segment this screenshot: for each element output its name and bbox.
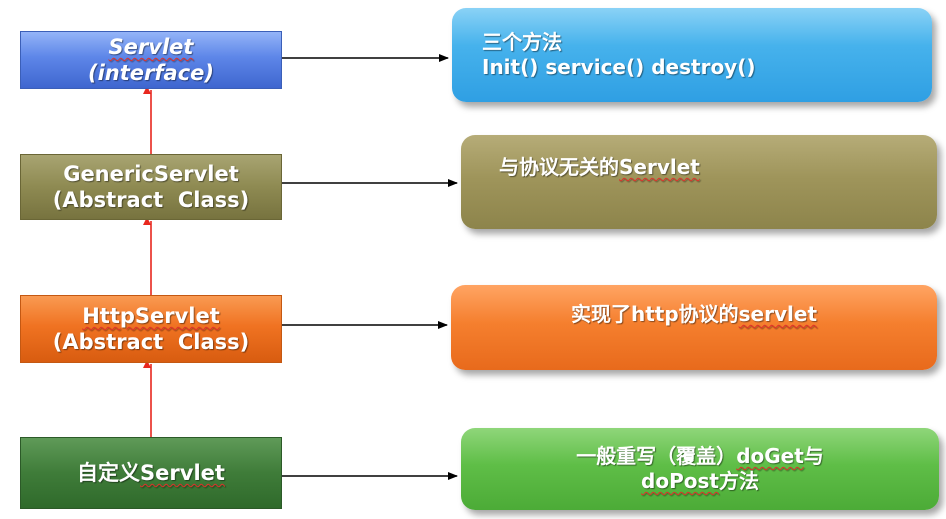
http-servlet-kind: (Abstract Class) bbox=[52, 330, 250, 354]
servlet-interface-box: Servlet (interface) bbox=[20, 31, 282, 89]
http-servlet-callout: 实现了http协议的servlet bbox=[451, 285, 937, 370]
servlet-kind: (interface) bbox=[88, 61, 214, 85]
generic-servlet-box: GenericServlet (Abstract Class) bbox=[20, 154, 282, 220]
custom-desc-doget: doGet bbox=[736, 444, 804, 468]
generic-desc-name: Servlet bbox=[619, 155, 700, 179]
custom-desc-part1: 一般重写（覆盖） bbox=[576, 444, 737, 468]
generic-servlet-title: GenericServlet bbox=[63, 161, 239, 186]
servlet-methods-heading: 三个方法 bbox=[482, 30, 562, 54]
generic-desc-prefix: 与协议无关的 bbox=[499, 155, 619, 179]
servlet-methods-callout: 三个方法 Init() service() destroy() bbox=[452, 8, 932, 102]
custom-servlet-name: Servlet bbox=[140, 460, 225, 485]
generic-servlet-kind: (Abstract Class) bbox=[52, 188, 250, 212]
http-servlet-box: HttpServlet (Abstract Class) bbox=[20, 295, 282, 363]
custom-desc-part2: 与 bbox=[803, 444, 824, 468]
custom-servlet-callout: 一般重写（覆盖）doGet与 doPost方法 bbox=[461, 428, 939, 510]
servlet-methods-list: Init() service() destroy() bbox=[482, 55, 756, 79]
servlet-title: Servlet bbox=[108, 34, 194, 59]
custom-servlet-prefix: 自定义 bbox=[77, 460, 141, 485]
custom-servlet-box: 自定义Servlet bbox=[20, 437, 282, 509]
generic-servlet-callout: 与协议无关的Servlet bbox=[461, 135, 937, 229]
http-desc-prefix: 实现了http协议的 bbox=[570, 302, 739, 326]
custom-desc-part3: 方法 bbox=[718, 469, 759, 493]
http-desc-name: servlet bbox=[738, 302, 818, 326]
http-servlet-title: HttpServlet bbox=[82, 303, 220, 328]
custom-desc-dopost: doPost bbox=[641, 469, 719, 493]
